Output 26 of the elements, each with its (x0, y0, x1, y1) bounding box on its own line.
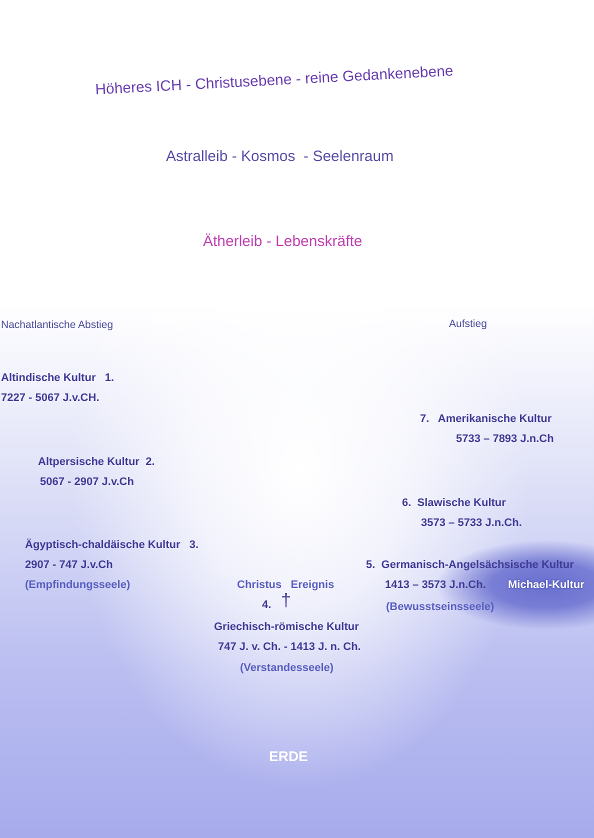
soul-label: (Empfindungsseele) (25, 578, 130, 592)
heading: Höheres ICH - Christusebene - reine Gedankenebene (94, 62, 454, 100)
culture-name: 7. Amerikanische Kultur (420, 412, 552, 426)
culture-name: Altindische Kultur 1. (1, 371, 114, 385)
soul-label: (Verstandesseele) (240, 661, 334, 675)
heading: Ätherleib - Lebenskräfte (203, 233, 362, 251)
epoch-label: Michael-Kultur (508, 578, 584, 592)
culture-name: Altpersische Kultur 2. (38, 455, 155, 469)
date-range: 7227 - 5067 J.v.CH. (1, 391, 100, 405)
section-label: Aufstieg (449, 317, 487, 331)
section-label: Nachatlantische Abstieg (1, 318, 114, 332)
date-range: 5733 – 7893 J.n.Ch (456, 432, 554, 446)
culture-name: Griechisch-römische Kultur (214, 620, 359, 634)
culture-name: 6. Slawische Kultur (402, 496, 506, 510)
soul-label: (Bewusstseinsseele) (386, 600, 494, 614)
date-range: 3573 – 5733 J.n.Ch. (421, 516, 522, 530)
date-range: 5067 - 2907 J.v.Ch (40, 475, 134, 489)
culture-number: 4. (262, 598, 272, 612)
event-label: Christus Ereignis (237, 578, 334, 592)
date-range: 2907 - 747 J.v.Ch (25, 558, 113, 572)
cross-symbol: † (281, 590, 292, 610)
heading: Astralleib - Kosmos - Seelenraum (166, 148, 394, 166)
date-range: 747 J. v. Ch. - 1413 J. n. Ch. (218, 640, 361, 654)
date-range: 1413 – 3573 J.n.Ch. (385, 578, 486, 592)
earth-label: ERDE (269, 749, 308, 763)
culture-name: Ägyptisch-chaldäische Kultur 3. (25, 538, 199, 552)
